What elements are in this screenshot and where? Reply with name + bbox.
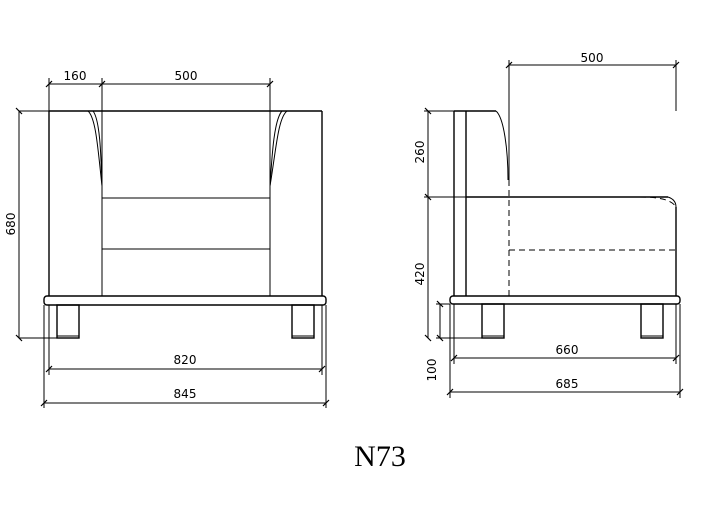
dim-overall-depth: 685: [556, 377, 579, 391]
side-view: 500 260 420 100 660 685: [413, 51, 684, 398]
model-title: N73: [354, 440, 406, 473]
dim-front-height: 680: [4, 213, 18, 236]
dim-overall-width: 845: [174, 387, 197, 401]
dim-back-height: 260: [413, 141, 427, 164]
front-view: 160 500 680 820 845: [4, 69, 330, 408]
dim-arm-width: 160: [64, 69, 87, 83]
dim-seat-height: 420: [413, 263, 427, 286]
dim-seat-depth: 500: [581, 51, 604, 65]
dim-base-depth: 660: [556, 343, 579, 357]
dim-leg-height: 100: [425, 359, 439, 382]
dim-seat-width: 500: [175, 69, 198, 83]
dim-base-width: 820: [174, 353, 197, 367]
